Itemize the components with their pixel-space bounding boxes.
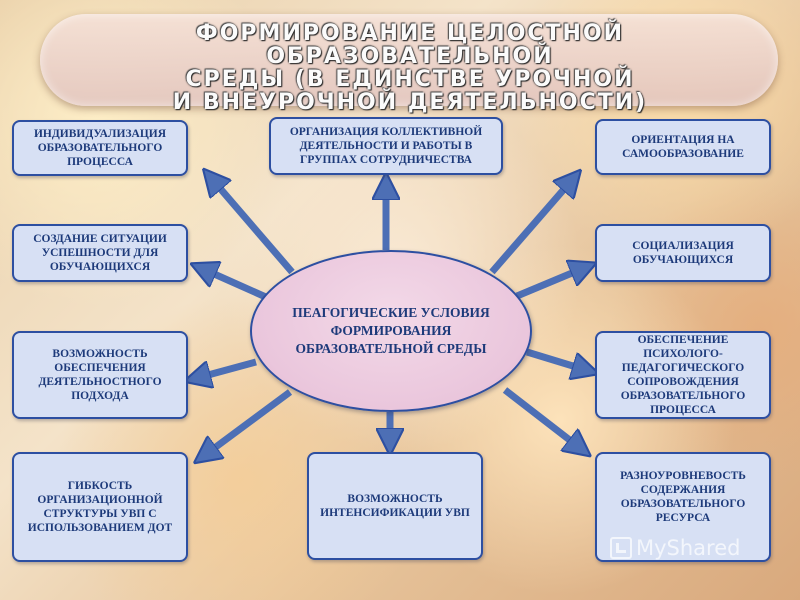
page-title: ФОРМИРОВАНИЕ ЦЕЛОСТНОЙ ОБРАЗОВАТЕЛЬНОЙ С… bbox=[50, 22, 770, 114]
watermark: MyShared bbox=[610, 536, 740, 560]
node-label: ОБЕСПЕЧЕНИЕ ПСИХОЛОГО-ПЕДАГОГИЧЕСКОГО СО… bbox=[620, 334, 746, 416]
node-label: СОЗДАНИЕ СИТУАЦИИ УСПЕШНОСТИ ДЛЯ ОБУЧАЮЩ… bbox=[33, 233, 167, 273]
node-success-situation: СОЗДАНИЕ СИТУАЦИИ УСПЕШНОСТИ ДЛЯ ОБУЧАЮЩ… bbox=[12, 224, 188, 282]
node-collective-work: ОРГАНИЗАЦИЯ КОЛЛЕКТИВНОЙ ДЕЯТЕЛЬНОСТИ И … bbox=[269, 117, 503, 175]
arrow-to-psych-support bbox=[525, 348, 586, 370]
title-line-3: И ВНЕУРОЧНОЙ ДЕЯТЕЛЬНОСТИ) bbox=[172, 90, 648, 115]
title-banner bbox=[40, 14, 778, 106]
node-label: РАЗНОУРОВНЕВОСТЬ СОДЕРЖАНИЯ ОБРАЗОВАТЕЛЬ… bbox=[620, 470, 746, 524]
node-individualization: ИНДИВИДУАЛИЗАЦИЯ ОБРАЗОВАТЕЛЬНОГО ПРОЦЕС… bbox=[12, 120, 188, 176]
title-line-2: СРЕДЫ (В ЕДИНСТВЕ УРОЧНОЙ bbox=[185, 67, 635, 92]
arrow-to-self-education bbox=[489, 180, 572, 275]
title-line-1: ФОРМИРОВАНИЕ ЦЕЛОСТНОЙ ОБРАЗОВАТЕЛЬНОЙ bbox=[195, 21, 625, 69]
arrow-to-activity-approach bbox=[197, 358, 257, 378]
arrow-to-individualization bbox=[212, 179, 295, 275]
node-multilevel: РАЗНОУРОВНЕВОСТЬ СОДЕРЖАНИЯ ОБРАЗОВАТЕЛЬ… bbox=[595, 452, 771, 562]
node-intensification: ВОЗМОЖНОСТЬ ИНТЕНСИФИКАЦИИ УВП bbox=[307, 452, 483, 560]
node-label: ВОЗМОЖНОСТЬ ИНТЕНСИФИКАЦИИ УВП bbox=[320, 493, 470, 519]
central-concept: ПЕАГОГИЧЕСКИЕ УСЛОВИЯ ФОРМИРОВАНИЯ ОБРАЗ… bbox=[250, 250, 532, 412]
node-label: ВОЗМОЖНОСТЬ ОБЕСПЕЧЕНИЯ ДЕЯТЕЛЬНОСТНОГО … bbox=[38, 348, 162, 402]
presentation-icon bbox=[610, 537, 632, 559]
node-label: ОРИЕНТАЦИЯ НА САМООБРАЗОВАНИЕ bbox=[622, 134, 744, 160]
node-label: ОРГАНИЗАЦИЯ КОЛЛЕКТИВНОЙ ДЕЯТЕЛЬНОСТИ И … bbox=[289, 126, 483, 166]
node-self-education: ОРИЕНТАЦИЯ НА САМООБРАЗОВАНИЕ bbox=[595, 119, 771, 175]
arrow-to-flexibility bbox=[205, 389, 293, 455]
node-label: ГИБКОСТЬ ОРГАНИЗАЦИОННОЙ СТРУКТУРЫ УВП С… bbox=[27, 480, 173, 534]
watermark-text: MyShared bbox=[636, 536, 741, 560]
arrow-to-multilevel bbox=[502, 387, 580, 448]
node-socialization: СОЦИАЛИЗАЦИЯ ОБУЧАЮЩИХСЯ bbox=[595, 224, 771, 282]
node-psych-support: ОБЕСПЕЧЕНИЕ ПСИХОЛОГО-ПЕДАГОГИЧЕСКОГО СО… bbox=[595, 331, 771, 419]
node-flexibility: ГИБКОСТЬ ОРГАНИЗАЦИОННОЙ СТРУКТУРЫ УВП С… bbox=[12, 452, 188, 562]
arrow-to-socialization bbox=[515, 268, 584, 300]
arrow-to-success-situation bbox=[203, 269, 270, 302]
central-label: ПЕАГОГИЧЕСКИЕ УСЛОВИЯ ФОРМИРОВАНИЯ ОБРАЗ… bbox=[292, 305, 490, 356]
node-label: СОЦИАЛИЗАЦИЯ ОБУЧАЮЩИХСЯ bbox=[632, 240, 734, 266]
node-activity-approach: ВОЗМОЖНОСТЬ ОБЕСПЕЧЕНИЯ ДЕЯТЕЛЬНОСТНОГО … bbox=[12, 331, 188, 419]
node-label: ИНДИВИДУАЛИЗАЦИЯ ОБРАЗОВАТЕЛЬНОГО ПРОЦЕС… bbox=[33, 128, 167, 168]
